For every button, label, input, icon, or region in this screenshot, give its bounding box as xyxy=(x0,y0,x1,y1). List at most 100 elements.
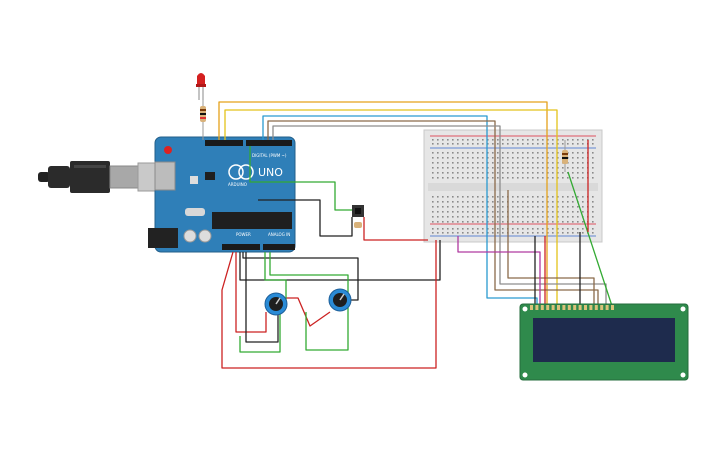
breadboard-hole xyxy=(442,216,444,218)
breadboard-hole xyxy=(562,228,564,230)
arduino-uno-board[interactable]: UNO ARDUINO DIGITAL (PWM ~) POWER ANALOG… xyxy=(148,136,296,253)
breadboard-hole xyxy=(582,228,584,230)
breadboard-hole xyxy=(522,157,524,159)
breadboard-hole xyxy=(517,201,519,203)
breadboard-hole xyxy=(567,143,569,145)
breadboard-hole xyxy=(547,139,549,141)
breadboard-hole xyxy=(452,228,454,230)
breadboard-hole xyxy=(582,177,584,179)
breadboard-hole xyxy=(537,162,539,164)
breadboard-hole xyxy=(477,167,479,169)
breadboard-hole xyxy=(472,157,474,159)
pushbutton-icon[interactable] xyxy=(352,205,364,217)
breadboard-hole xyxy=(577,216,579,218)
breadboard-hole xyxy=(542,216,544,218)
breadboard-hole xyxy=(537,216,539,218)
breadboard-hole xyxy=(522,167,524,169)
reset-button[interactable] xyxy=(164,146,172,154)
breadboard-hole xyxy=(452,216,454,218)
breadboard-hole xyxy=(442,221,444,223)
potentiometer-icon[interactable] xyxy=(264,292,288,316)
lcd-pin xyxy=(594,305,598,310)
breadboard-resistor-icon[interactable] xyxy=(562,140,568,172)
wire-yellow xyxy=(224,109,558,306)
arduino-digital-label: DIGITAL (PWM ~) xyxy=(252,153,287,158)
breadboard-hole xyxy=(482,211,484,213)
breadboard-hole xyxy=(482,157,484,159)
breadboard-hole xyxy=(492,172,494,174)
breadboard-hole xyxy=(492,221,494,223)
breadboard-hole xyxy=(467,201,469,203)
breadboard-hole xyxy=(567,221,569,223)
breadboard-hole xyxy=(432,196,434,198)
breadboard-hole xyxy=(462,139,464,141)
breadboard-hole xyxy=(457,143,459,145)
breadboard-hole xyxy=(467,152,469,154)
breadboard-hole xyxy=(492,162,494,164)
breadboard-hole xyxy=(512,167,514,169)
breadboard[interactable] xyxy=(423,129,603,243)
breadboard-hole xyxy=(592,211,594,213)
resistor-icon[interactable] xyxy=(200,100,206,140)
breadboard-hole xyxy=(552,139,554,141)
breadboard-hole xyxy=(457,211,459,213)
breadboard-hole xyxy=(547,228,549,230)
arduino-model-text: UNO xyxy=(258,166,283,179)
breadboard-hole xyxy=(497,177,499,179)
breadboard-hole xyxy=(537,221,539,223)
breadboard-hole xyxy=(452,177,454,179)
breadboard-hole xyxy=(502,228,504,230)
breadboard-hole xyxy=(552,172,554,174)
breadboard-hole xyxy=(532,196,534,198)
breadboard-hole xyxy=(537,157,539,159)
breadboard-hole xyxy=(442,157,444,159)
breadboard-hole xyxy=(582,139,584,141)
usb-cable-icon[interactable] xyxy=(38,161,173,193)
breadboard-hole xyxy=(537,228,539,230)
breadboard-hole xyxy=(562,139,564,141)
breadboard-hole xyxy=(457,172,459,174)
breadboard-hole xyxy=(447,196,449,198)
breadboard-hole xyxy=(477,157,479,159)
breadboard-hole xyxy=(562,177,564,179)
red-led-icon[interactable] xyxy=(196,73,206,100)
breadboard-hole xyxy=(572,177,574,179)
breadboard-hole xyxy=(462,167,464,169)
breadboard-hole xyxy=(527,196,529,198)
breadboard-hole xyxy=(577,157,579,159)
breadboard-hole xyxy=(442,206,444,208)
breadboard-hole xyxy=(497,201,499,203)
breadboard-hole xyxy=(537,177,539,179)
wire-blue xyxy=(262,115,488,150)
breadboard-hole xyxy=(472,232,474,234)
wire-brown xyxy=(267,120,496,160)
breadboard-hole xyxy=(472,152,474,154)
breadboard-hole xyxy=(482,232,484,234)
breadboard-hole xyxy=(497,228,499,230)
breadboard-hole xyxy=(502,172,504,174)
breadboard-hole xyxy=(577,206,579,208)
breadboard-hole xyxy=(567,232,569,234)
breadboard-hole xyxy=(527,162,529,164)
breadboard-hole xyxy=(502,196,504,198)
breadboard-hole xyxy=(532,221,534,223)
breadboard-hole xyxy=(452,152,454,154)
breadboard-hole xyxy=(527,167,529,169)
breadboard-hole xyxy=(497,162,499,164)
potentiometer-2-icon[interactable] xyxy=(328,288,352,312)
breadboard-hole xyxy=(477,139,479,141)
breadboard-hole xyxy=(467,162,469,164)
breadboard-hole xyxy=(497,216,499,218)
breadboard-hole xyxy=(582,152,584,154)
breadboard-hole xyxy=(532,139,534,141)
breadboard-hole xyxy=(582,162,584,164)
breadboard-hole xyxy=(447,162,449,164)
lcd-pin xyxy=(589,305,593,310)
breadboard-hole xyxy=(447,152,449,154)
breadboard-hole xyxy=(467,206,469,208)
breadboard-hole xyxy=(567,167,569,169)
breadboard-hole xyxy=(527,201,529,203)
lcd-display[interactable] xyxy=(519,303,689,381)
breadboard-hole xyxy=(532,206,534,208)
